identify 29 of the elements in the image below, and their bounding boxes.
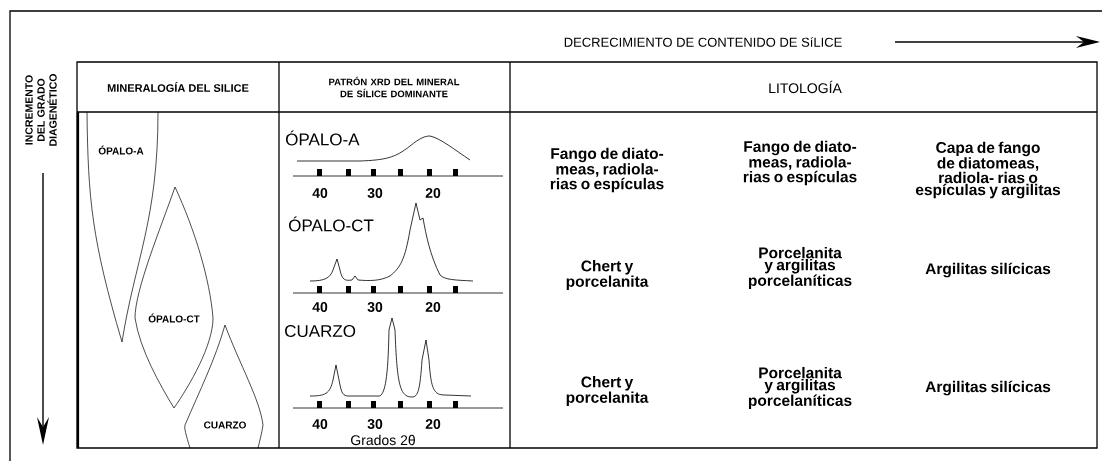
tick-label: 30 — [367, 419, 383, 429]
table-cell: Argilitas silícicas — [925, 380, 1051, 396]
axis-title: INCREMENTO DEL GRADO DIAGENÉTICO — [25, 74, 57, 146]
axis-title: DECRECIMIENTO DE CONTENIDO DE SíLICE — [564, 37, 842, 47]
column-header: LITOLOGÍA — [769, 80, 842, 94]
tick-label: 40 — [312, 188, 328, 198]
table-cell: Chert y porcelanita — [566, 260, 649, 290]
column-header: PATRÓN XRD DEL MINERAL DE SÍLICE DOMINANTE — [329, 76, 460, 98]
pattern-title: CUARZO — [285, 325, 356, 338]
table-cell: Fango de diato- meas, radiola- rias o espículas — [550, 147, 664, 193]
tick-label: 40 — [312, 302, 328, 312]
mineral-zone: CUARZO — [184, 324, 264, 449]
table-cell: Fango de diato- meas, radiola- rias o espículas — [743, 140, 857, 186]
table-cell: Porcelanita y argilitas porcelaníticas — [748, 246, 852, 290]
table-cell: Capa de fango de diatomeas, radiola- rias o espículas y argilitas — [915, 141, 1061, 199]
pattern-title: ÓPALO-A — [286, 130, 360, 146]
tick-label: 40 — [312, 419, 328, 429]
tick-label: 20 — [425, 302, 441, 312]
table-cell: Argilitas silícicas — [925, 262, 1051, 278]
pattern-title: ÓPALO-CT — [289, 216, 374, 232]
tick-label: 30 — [367, 188, 383, 198]
tick-label: 30 — [367, 302, 383, 312]
axis-label: Grados 2θ — [351, 434, 415, 446]
table-cell: Chert y porcelanita — [566, 376, 649, 406]
tick-label: 20 — [425, 419, 441, 429]
mineral-zone: ÓPALO-CT — [134, 186, 214, 409]
column-header: MINERALOGÍA DEL SILICE — [107, 82, 249, 92]
table-cell: Porcelanita y argilitas porcelaníticas — [748, 366, 852, 410]
tick-label: 20 — [425, 188, 441, 198]
